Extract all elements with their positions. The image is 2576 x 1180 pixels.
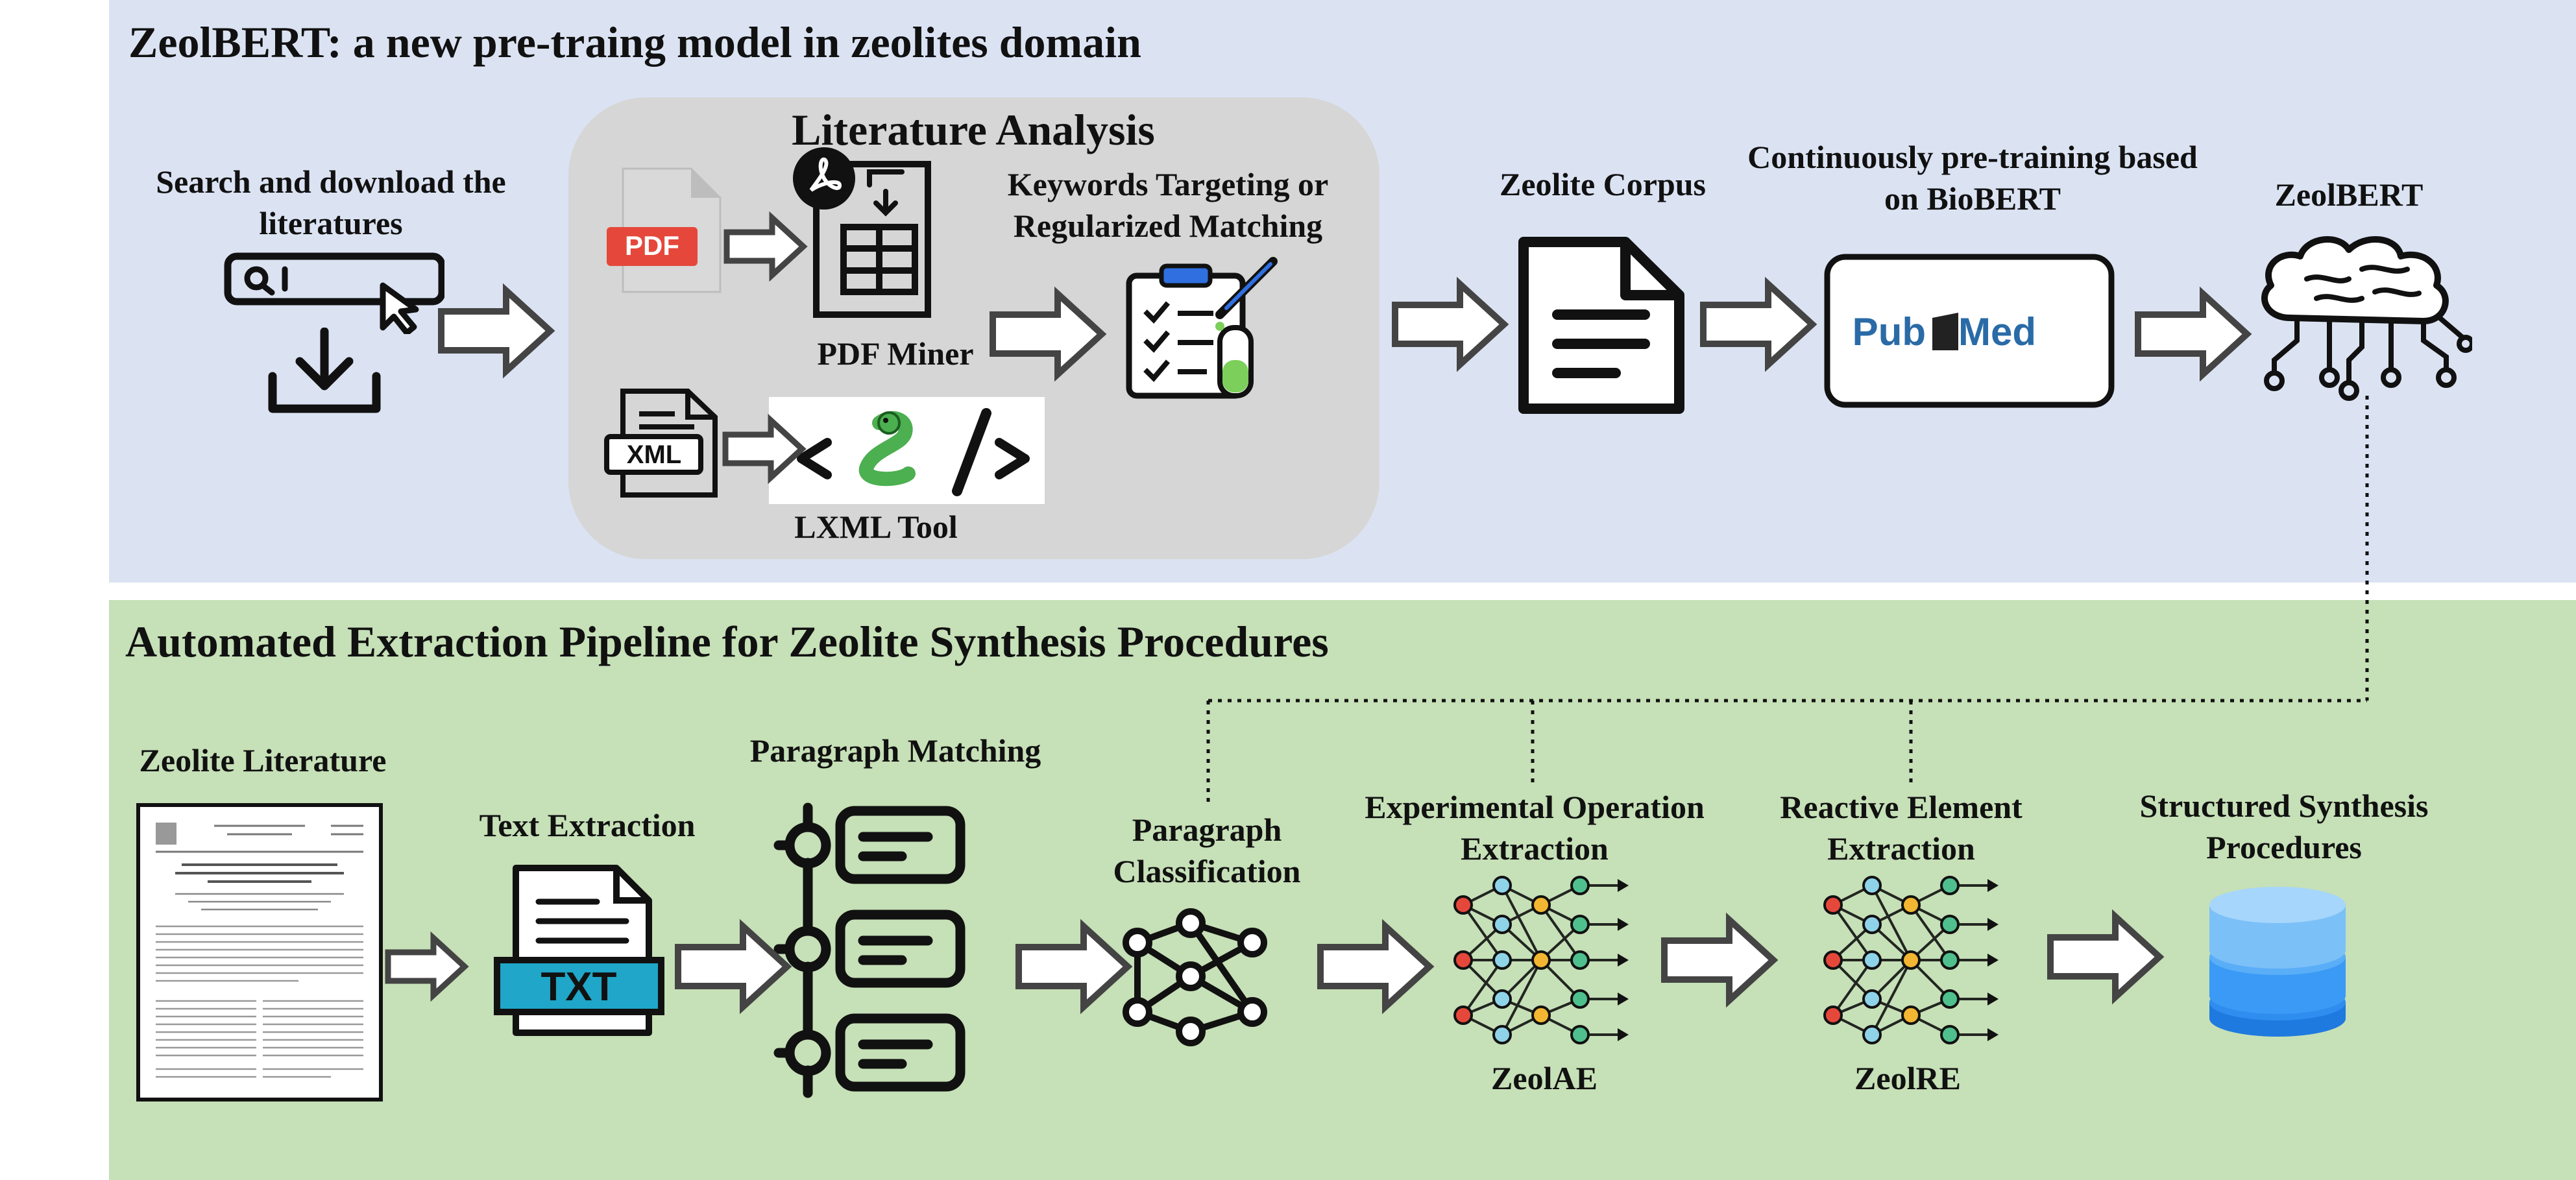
paragraph-matching-icon xyxy=(773,802,966,1098)
search-bar-icon xyxy=(224,252,444,334)
download-icon xyxy=(268,328,381,413)
arrow-icon xyxy=(1019,926,1128,1007)
pubmed-med-text: Med xyxy=(1958,310,2036,354)
arrow-icon xyxy=(388,938,465,995)
paper-thumbnail xyxy=(136,803,383,1102)
neural-network-icon xyxy=(1823,876,1999,1044)
zeolre-label: ZeolRE xyxy=(1854,1060,1961,1096)
zeolae-label: ZeolAE xyxy=(1491,1060,1598,1096)
paragraph-matching-label: Paragraph Matching xyxy=(749,732,1041,769)
txt-file-icon: TXT xyxy=(494,865,664,1036)
keywords-label: Keywords Targeting or Regularized Matchi… xyxy=(1007,166,1329,244)
arrow-icon xyxy=(1395,284,1504,365)
zeolbert-label: ZeolBERT xyxy=(2274,176,2424,213)
arrow-icon xyxy=(2050,917,2159,997)
search-label: Search and download the literatures xyxy=(156,163,506,241)
dotted-connector xyxy=(1206,396,2369,808)
pubmed-logo: Pub Med xyxy=(1824,254,2115,408)
document-icon xyxy=(1518,237,1684,414)
pdf-table-icon xyxy=(793,147,931,318)
arrow-icon xyxy=(1703,284,1812,365)
literature-analysis-title: Literature Analysis xyxy=(792,105,1155,154)
reactive-label: Reactive Element Extraction xyxy=(1780,789,2023,867)
xml-file-icon: XML xyxy=(604,389,718,498)
pdf-miner-label: PDF Miner xyxy=(817,335,974,372)
arrow-icon xyxy=(993,294,1102,374)
arrow-icon xyxy=(727,218,803,275)
pubmed-pub-text: Pub xyxy=(1853,310,1926,354)
classification-network-icon xyxy=(1123,908,1267,1046)
pdf-file-icon: PDF xyxy=(607,167,722,293)
neural-network-icon xyxy=(1453,876,1629,1044)
python-snake-icon xyxy=(769,397,1045,504)
literature-label: Zeolite Literature xyxy=(139,742,387,778)
arrow-icon xyxy=(678,926,787,1007)
arrow-icon xyxy=(1664,920,1773,1000)
arrow-icon xyxy=(441,291,550,371)
xml-badge: XML xyxy=(627,440,681,469)
pdf-badge: PDF xyxy=(625,230,679,261)
arrow-icon xyxy=(1320,926,1429,1007)
pretrain-label: Continuously pre-training based on BioBE… xyxy=(1747,139,2198,217)
txt-badge: TXT xyxy=(541,965,616,1009)
exp-op-label: Experimental Operation Extraction xyxy=(1365,789,1705,867)
database-icon xyxy=(2209,887,2346,1037)
corpus-label: Zeolite Corpus xyxy=(1499,166,1707,202)
brain-circuit-icon xyxy=(2261,236,2472,401)
checklist-testtube-icon xyxy=(1126,257,1278,399)
top-title: ZeolBERT: a new pre-traing model in zeol… xyxy=(128,18,1141,67)
structured-label: Structured Synthesis Procedures xyxy=(2139,788,2429,865)
bottom-title: Automated Extraction Pipeline for Zeolit… xyxy=(125,617,1329,666)
text-extraction-label: Text Extraction xyxy=(479,807,696,843)
lxml-tool-label: LXML Tool xyxy=(794,509,958,545)
paragraph-classification-label: Paragraph Classification xyxy=(1113,812,1301,889)
arrow-icon xyxy=(2138,294,2247,374)
arrow-icon xyxy=(725,420,802,477)
